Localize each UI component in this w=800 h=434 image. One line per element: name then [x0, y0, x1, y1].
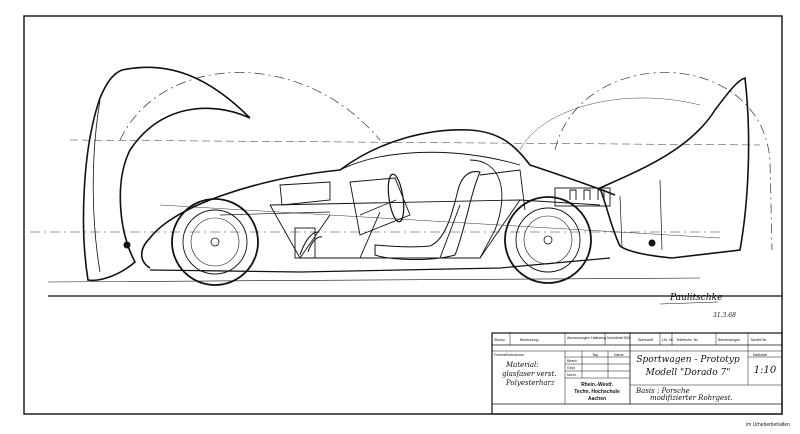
construction-lines	[30, 139, 761, 239]
signature: Paulitschke	[669, 293, 722, 303]
svg-text:Techn. Hochschule: Techn. Hochschule	[574, 389, 620, 395]
sheet-border	[23, 15, 783, 415]
svg-text:Maßstab: Maßstab	[753, 353, 767, 357]
svg-text:Polyesterharz: Polyesterharz	[505, 379, 555, 387]
svg-text:modifizierter Rohrgest.: modifizierter Rohrgest.	[650, 394, 733, 402]
rear-arc-inner	[519, 97, 701, 151]
svg-text:Abmessungen Halbzeug: Abmessungen Halbzeug	[567, 336, 606, 340]
material-note: Material: glasfaser verst. Polyesterharz	[502, 361, 557, 387]
title-block-headers: Stückz. Benennung Abmessungen Halbzeug N…	[494, 336, 767, 377]
svg-text:Sportwagen - Prototyp: Sportwagen - Prototyp	[636, 355, 739, 365]
title-block	[491, 332, 783, 415]
rear-hinge-bolt	[648, 239, 656, 247]
svg-text:Freimaßtoleranzen: Freimaßtoleranzen	[494, 353, 524, 357]
front-hood-swing-arc	[119, 72, 381, 141]
drawing-title: Sportwagen - Prototyp Modell "Dorado 7"	[636, 355, 739, 378]
front-body-opened	[82, 66, 251, 282]
school-name: Rhein.-Westf. Techn. Hochschule Aachen	[574, 382, 620, 402]
copyright-note: im Urheberbehalten	[746, 422, 790, 428]
svg-text:Rhein.-Westf.: Rhein.-Westf.	[581, 382, 613, 388]
rear-body-inner-edge	[619, 179, 663, 251]
svg-text:Stückz.: Stückz.	[494, 338, 506, 342]
svg-text:Modell Nr.: Modell Nr.	[751, 338, 767, 342]
ground-line	[47, 277, 782, 297]
front-hinge-bolt	[123, 241, 131, 249]
svg-text:Norm.: Norm.	[567, 373, 577, 377]
svg-text:Normblatt DIN: Normblatt DIN	[607, 336, 630, 340]
signature-underline	[659, 301, 719, 305]
front-body-inner-edge	[92, 99, 101, 273]
svg-text:Modell "Dorado 7": Modell "Dorado 7"	[645, 368, 731, 378]
scale-value: 1:10	[754, 365, 777, 376]
front-wheel	[171, 198, 259, 286]
tube-frame	[269, 159, 611, 259]
svg-text:Material:: Material:	[505, 361, 539, 369]
svg-text:Werkstoff: Werkstoff	[638, 338, 653, 342]
seat	[374, 171, 481, 260]
steering-wheel	[359, 173, 405, 223]
svg-text:Bearb.: Bearb.	[567, 359, 578, 363]
svg-text:Aachen: Aachen	[588, 396, 606, 402]
basis-note: Basis : Porsche modifizierter Rohrgest.	[635, 387, 733, 402]
rear-hood-swing-arc	[554, 72, 773, 251]
svg-text:Benennung: Benennung	[520, 338, 538, 342]
svg-text:Basis : Porsche: Basis : Porsche	[635, 387, 690, 395]
svg-text:Gepr.: Gepr.	[567, 366, 576, 370]
svg-text:Bemerkungen: Bemerkungen	[718, 338, 740, 342]
svg-text:Name: Name	[614, 353, 624, 357]
rear-body-opened	[598, 76, 750, 259]
rear-wheel	[504, 196, 592, 284]
pedal-box	[299, 231, 323, 256]
drawing-date: 31.3.68	[713, 312, 736, 319]
svg-text:Tag: Tag	[592, 353, 598, 357]
svg-text:Teilzeichn. Nr.: Teilzeichn. Nr.	[676, 338, 698, 342]
svg-text:Lfd. Nr.: Lfd. Nr.	[662, 338, 674, 342]
svg-text:glasfaser verst.: glasfaser verst.	[502, 370, 557, 378]
car-body-profile	[140, 128, 616, 273]
